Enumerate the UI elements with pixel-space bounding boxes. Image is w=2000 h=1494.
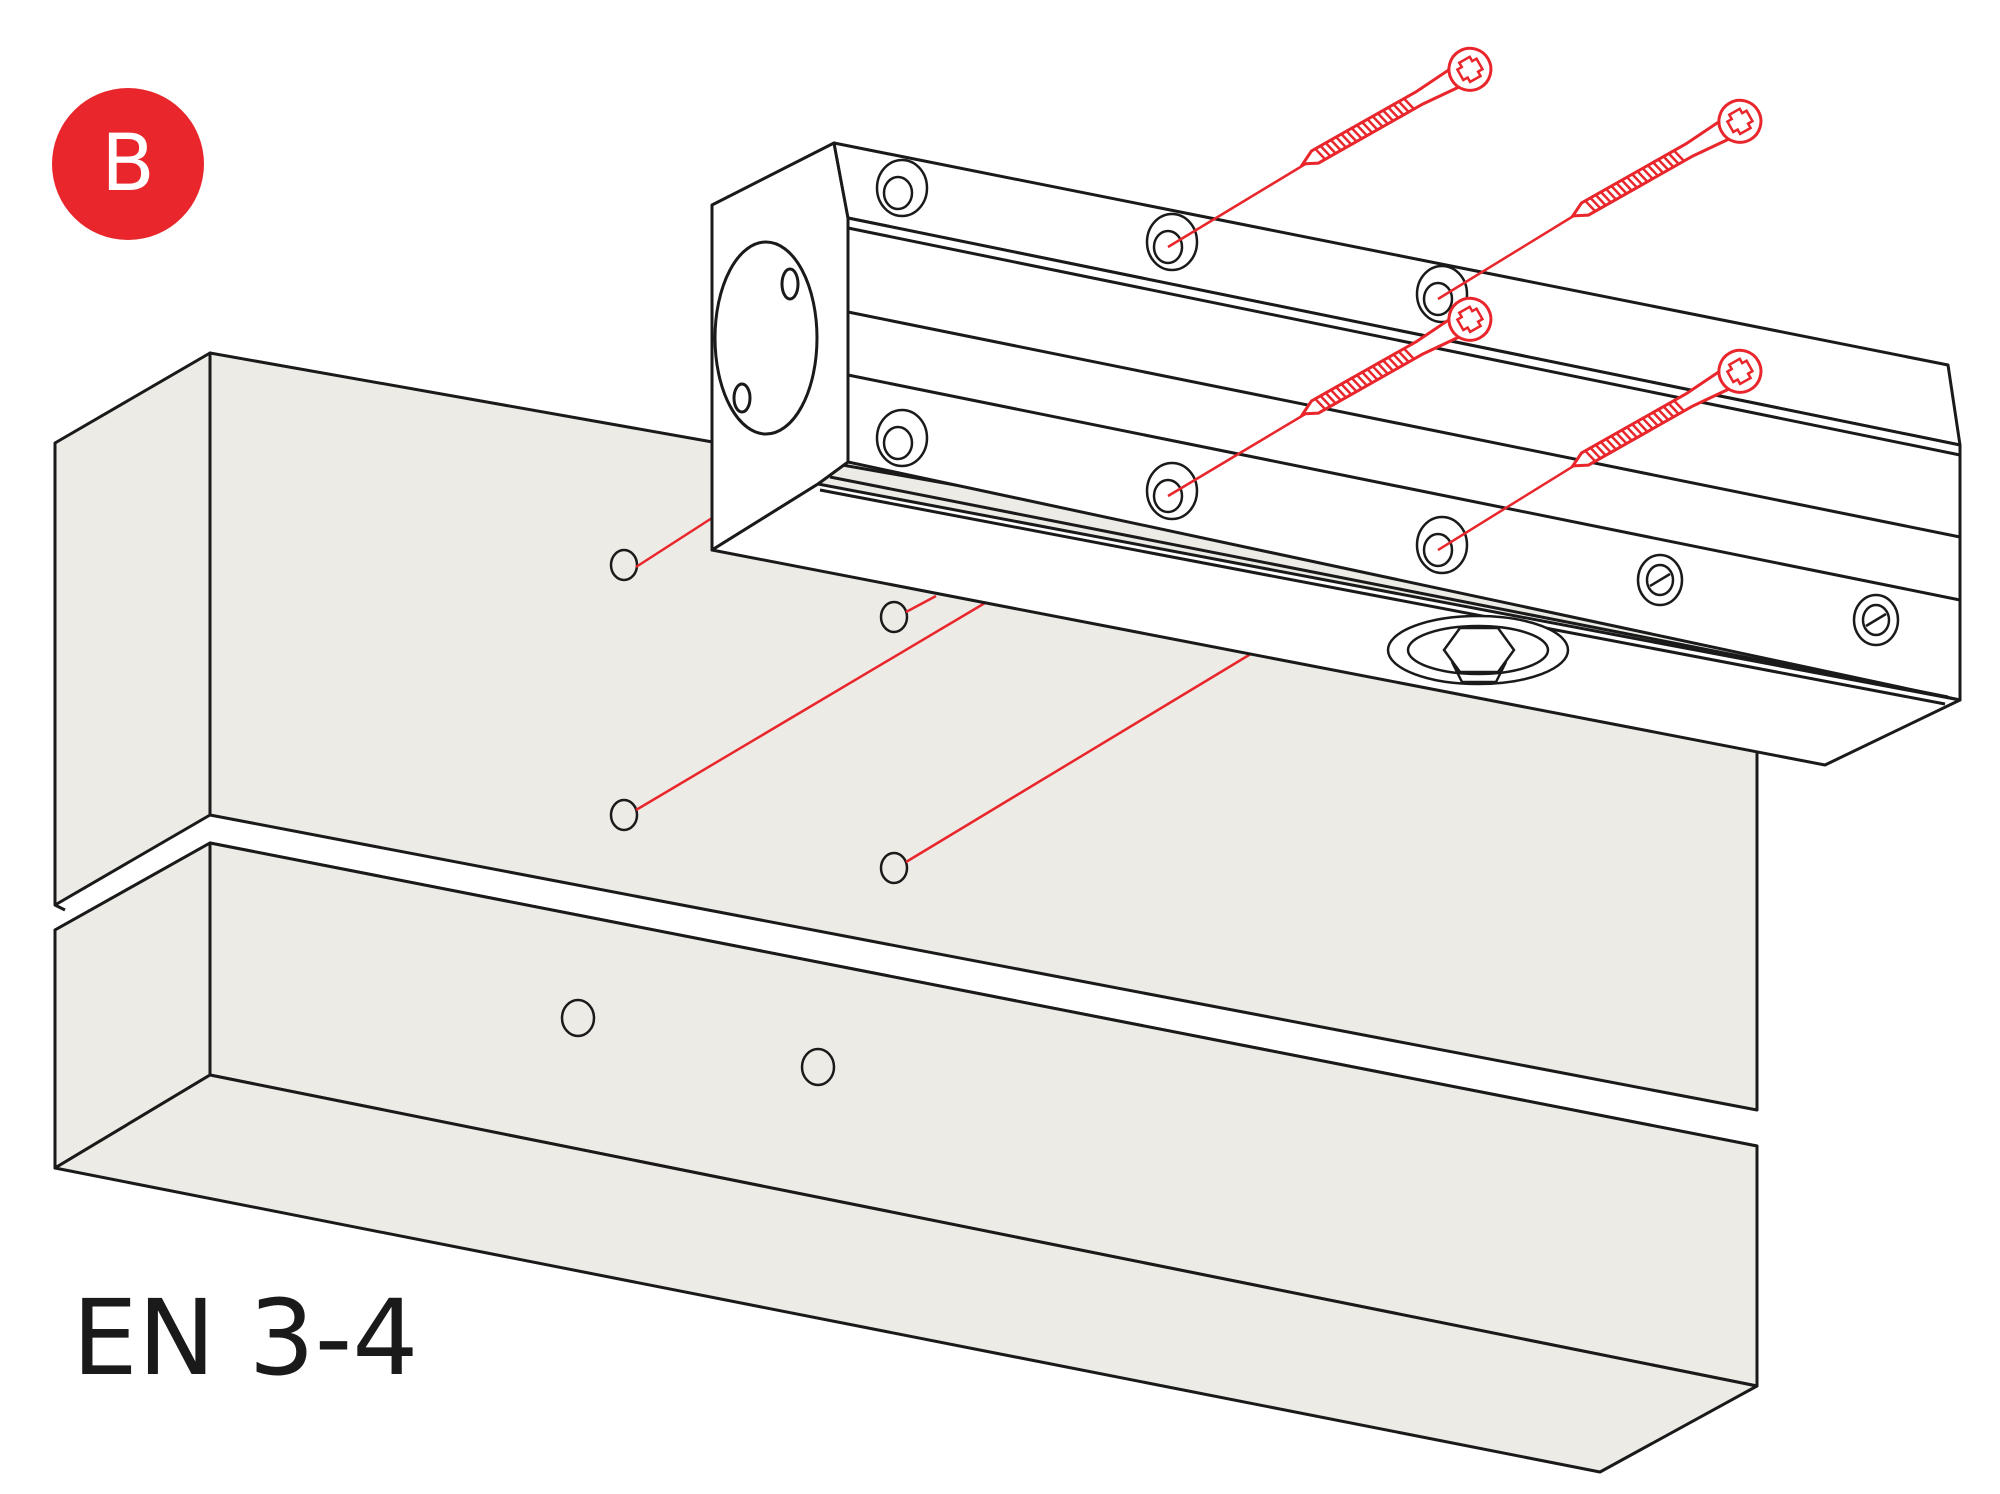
- closer-spindle: [1386, 614, 1570, 686]
- lower-frame-bottom-face: [53, 1073, 1759, 1474]
- upper-frame-left-face: [53, 351, 212, 907]
- wood-screw-icon: [1560, 91, 1771, 236]
- drill-hole-icon: [560, 998, 596, 1038]
- door-frame: [53, 351, 1759, 1474]
- closer-size-label: EN 3-4: [72, 1277, 419, 1399]
- drill-hole-icon: [609, 548, 639, 582]
- drill-hole-icon: [609, 798, 639, 832]
- adjustment-valves: [1636, 553, 1900, 647]
- step-badge: B: [52, 88, 204, 240]
- alignment-guides-closer: [1167, 158, 1581, 552]
- drill-hole-icon: [879, 851, 909, 885]
- drill-hole-icon: [879, 600, 909, 634]
- closer-bottom-face: [710, 482, 1962, 767]
- wood-screw-icon: [1290, 39, 1501, 184]
- alignment-guides-wall: [635, 516, 1255, 864]
- drill-hole-icon: [800, 1047, 836, 1087]
- drill-holes: [560, 548, 909, 1087]
